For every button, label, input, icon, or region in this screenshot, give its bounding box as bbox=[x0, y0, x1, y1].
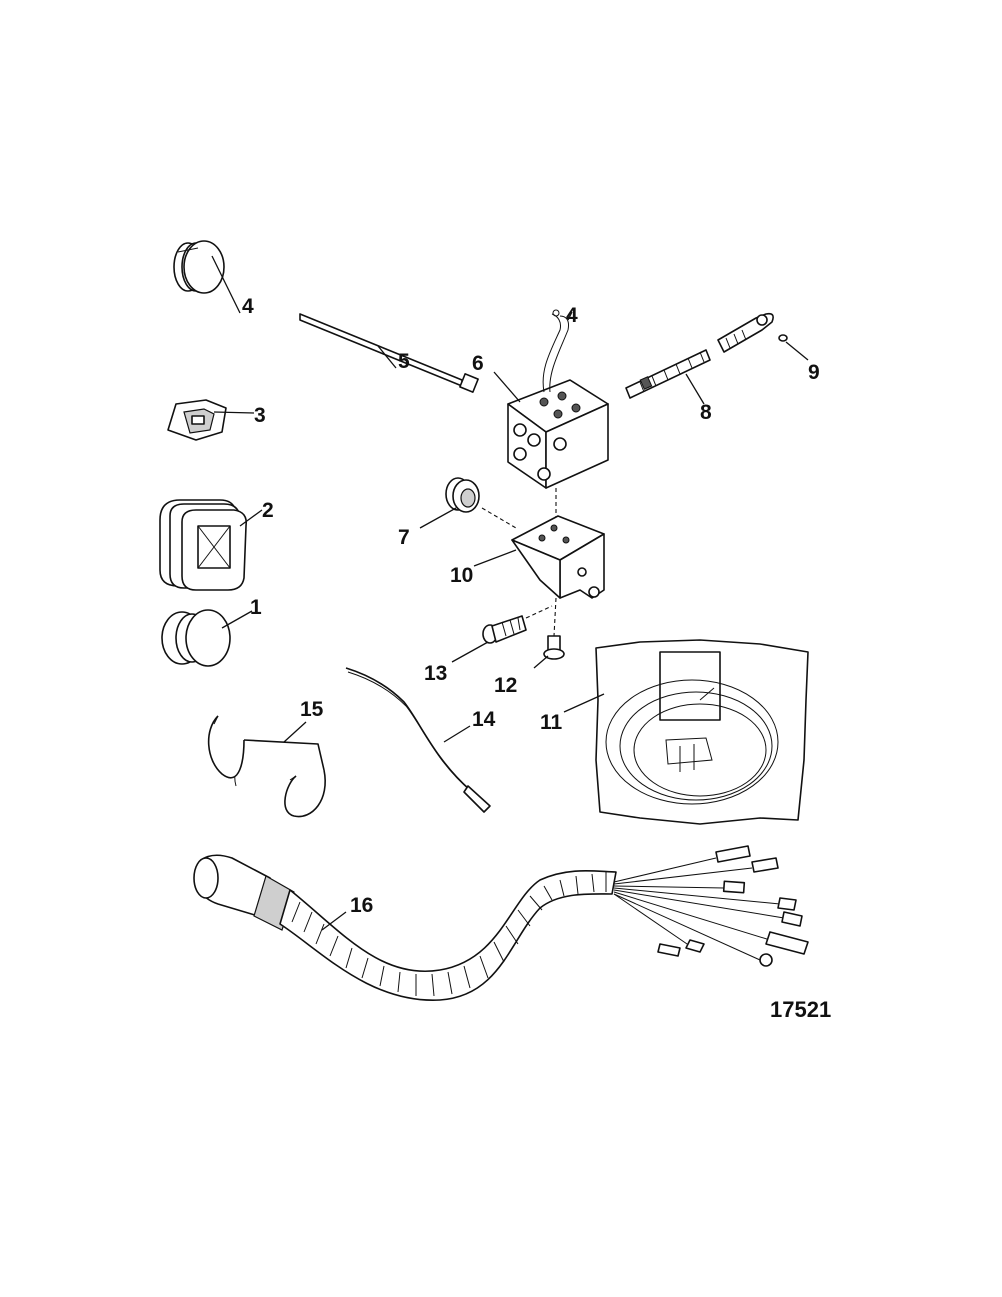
callout-2: 2 bbox=[262, 499, 274, 522]
part-11-wiring-kit bbox=[595, 639, 809, 825]
callout-16: 16 bbox=[350, 894, 373, 917]
part-9-terminal bbox=[717, 312, 788, 353]
part-8-connector bbox=[625, 349, 711, 399]
part-13-screw bbox=[482, 615, 527, 644]
callout-13: 13 bbox=[424, 662, 447, 685]
leader-13 bbox=[451, 641, 489, 663]
leader-10 bbox=[473, 549, 517, 567]
callout-14: 14 bbox=[472, 708, 496, 731]
leader-11 bbox=[563, 693, 605, 713]
leader-16 bbox=[321, 911, 347, 931]
callout-4a: 4 bbox=[242, 295, 254, 318]
part-10-bracket bbox=[511, 515, 605, 599]
leader-14 bbox=[443, 725, 471, 743]
leader-4a bbox=[211, 255, 241, 314]
leader-15 bbox=[283, 721, 307, 743]
assembly-line-grommet bbox=[481, 507, 517, 529]
callout-6: 7 bbox=[398, 526, 410, 549]
part-14-wire-lead bbox=[345, 667, 491, 813]
leader-9 bbox=[785, 341, 809, 361]
part-15-spring-clip bbox=[207, 715, 326, 818]
leader-3 bbox=[213, 411, 255, 414]
callout-11: 11 bbox=[540, 711, 563, 734]
callout-8: 8 bbox=[700, 401, 712, 424]
part-7-relay bbox=[507, 309, 609, 489]
part-12-nut bbox=[543, 597, 565, 660]
leader-2 bbox=[239, 509, 263, 527]
figure-number: 17521 bbox=[770, 997, 831, 1022]
leader-1 bbox=[221, 610, 253, 629]
callout-15: 15 bbox=[300, 698, 324, 721]
part-16-harness bbox=[193, 845, 809, 1001]
part-3-clip bbox=[167, 399, 227, 441]
part-6-grommet bbox=[445, 477, 480, 513]
callout-12: 12 bbox=[494, 674, 517, 697]
callout-10: 10 bbox=[450, 564, 473, 587]
leader-7 bbox=[493, 371, 521, 403]
leader-4b bbox=[567, 311, 573, 321]
callout-1: 1 bbox=[250, 596, 262, 619]
callout-4b: 4 bbox=[566, 304, 578, 327]
assembly-line-screw bbox=[525, 605, 553, 619]
part-2-grommet bbox=[159, 499, 248, 591]
part-1-plug bbox=[161, 609, 231, 667]
callout-9: 9 bbox=[808, 361, 820, 384]
leader-6 bbox=[419, 507, 457, 529]
callout-7: 6 bbox=[472, 352, 484, 375]
part-5-cable-tie bbox=[299, 313, 479, 393]
callout-3: 3 bbox=[254, 404, 266, 427]
callout-5: 5 bbox=[398, 350, 410, 373]
leader-12 bbox=[533, 655, 549, 669]
leader-5 bbox=[377, 345, 397, 369]
leader-8 bbox=[685, 373, 705, 405]
part-4-plug bbox=[173, 240, 225, 294]
